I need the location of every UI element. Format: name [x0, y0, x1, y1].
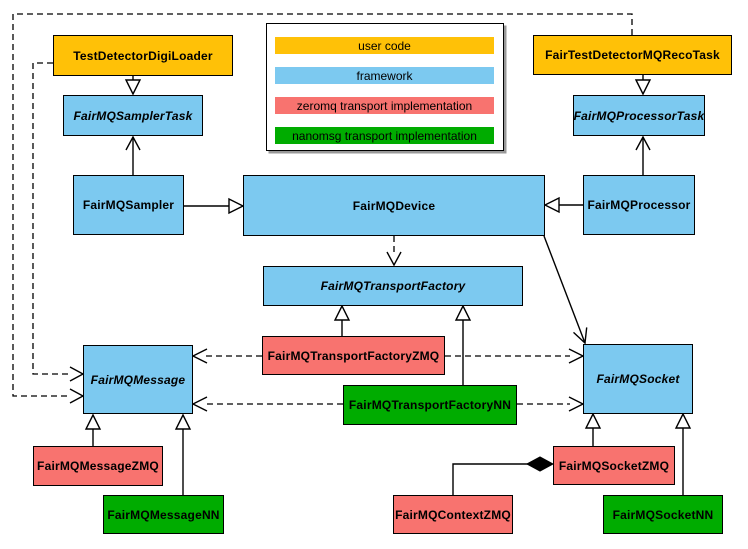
- node-fairmqmessagezmq: FairMQMessageZMQ: [33, 446, 163, 486]
- node-fairtestdetectormqrecotask: FairTestDetectorMQRecoTask: [533, 35, 732, 75]
- inheritance-messagenn-message: [174, 413, 192, 495]
- association-processor-processortask: [635, 135, 651, 175]
- inheritance-factoryzmq-transportfactory: [333, 304, 351, 336]
- node-fairmqsocket: FairMQSocket: [583, 344, 693, 414]
- node-fairmqtransportfactory: FairMQTransportFactory: [263, 266, 523, 306]
- node-fairmqmessage: FairMQMessage: [83, 345, 193, 414]
- dependency-factoryzmq-socket: [445, 348, 585, 364]
- node-fairmqcontextzmq: FairMQContextZMQ: [393, 495, 513, 534]
- legend: user code framework zeromq transport imp…: [266, 23, 504, 151]
- legend-item-zeromq: zeromq transport implementation: [275, 97, 494, 114]
- dependency-factorynn-socket: [517, 396, 585, 412]
- node-fairmqtransportfactorynn: FairMQTransportFactoryNN: [343, 385, 517, 425]
- node-fairmqmessagenn: FairMQMessageNN: [103, 495, 224, 534]
- node-testdetectordigiloader: TestDetectorDigiLoader: [53, 35, 233, 76]
- node-fairmqsampler: FairMQSampler: [73, 175, 184, 235]
- dependency-factorynn-message: [191, 396, 343, 412]
- node-fairmqprocessortask: FairMQProcessorTask: [573, 95, 705, 136]
- composition-contextzmq-socketzmq: [452, 456, 555, 495]
- association-device-socket: [543, 235, 588, 345]
- node-fairmqsocketnn: FairMQSocketNN: [603, 495, 723, 534]
- node-fairmqsamplertask: FairMQSamplerTask: [63, 95, 203, 136]
- legend-item-user-code: user code: [275, 37, 494, 54]
- node-fairmqprocessor: FairMQProcessor: [583, 175, 695, 235]
- inheritance-socketzmq-socket: [584, 412, 602, 446]
- inheritance-socketnn-socket: [674, 412, 692, 495]
- node-fairmqtransportfactoryzmq: FairMQTransportFactoryZMQ: [262, 336, 445, 375]
- inheritance-processor-device: [543, 196, 583, 214]
- legend-item-nanomsg: nanomsg transport implementation: [275, 127, 494, 144]
- node-fairmqsocketzmq: FairMQSocketZMQ: [553, 446, 675, 485]
- legend-item-framework: framework: [275, 67, 494, 84]
- dependency-device-transportfactory: [386, 236, 402, 267]
- association-sampler-samplertask: [125, 135, 141, 175]
- inheritance-factorynn-transportfactory: [454, 304, 472, 385]
- inheritance-recotask-processortask: [634, 75, 652, 96]
- dependency-factoryzmq-message: [191, 348, 262, 364]
- inheritance-sampler-device: [184, 197, 245, 215]
- inheritance-messagezmq-message: [84, 413, 102, 446]
- node-fairmqdevice: FairMQDevice: [243, 175, 545, 236]
- inheritance-digiloader-samplertask: [124, 76, 142, 96]
